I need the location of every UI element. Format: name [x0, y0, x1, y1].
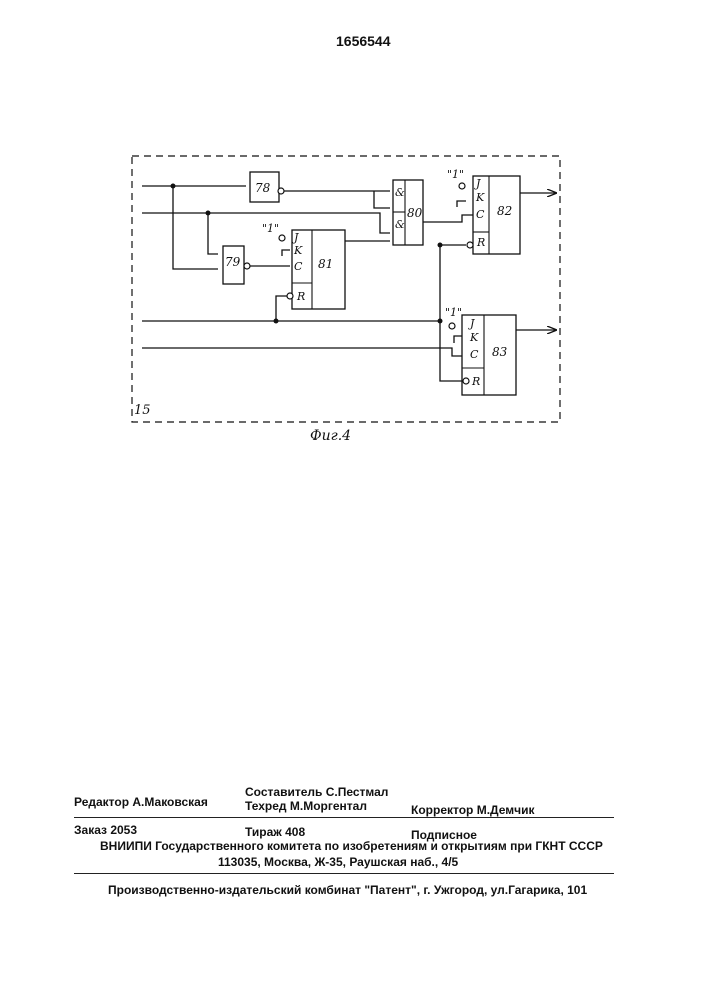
order: Заказ 2053: [74, 823, 137, 837]
reset-bubble-83: [463, 378, 469, 384]
const-one-83: "1": [445, 306, 462, 319]
junction-1: [171, 184, 176, 189]
reset-bubble-81: [287, 293, 293, 299]
pin-k-83: K: [469, 331, 479, 344]
techred: Техред М.Моргентал: [245, 799, 367, 813]
line-80-to-82: [423, 215, 473, 222]
and-symbol-1: &: [395, 186, 405, 199]
k-tie-81: [282, 250, 290, 256]
figure-caption: Фиг.4: [310, 428, 351, 444]
frame-15-label: 15: [134, 403, 151, 418]
junction-2: [206, 211, 211, 216]
const-one-pin-81: [279, 235, 285, 241]
block-79-label: 79: [225, 255, 241, 269]
k-tie-82: [457, 201, 466, 207]
block-82-label: 82: [497, 204, 512, 218]
const-one-81: "1": [262, 222, 279, 235]
branch-to-79-b: [208, 213, 218, 254]
pin-r-82: R: [476, 236, 485, 249]
line-78-to-80b: [374, 191, 390, 208]
publisher: Производственно-издательский комбинат "П…: [108, 883, 587, 897]
pin-r-81: R: [296, 290, 305, 303]
editor: Редактор А.Маковская: [74, 795, 208, 809]
junction-4: [438, 319, 443, 324]
junction-3: [274, 319, 279, 324]
and-symbol-2: &: [395, 218, 405, 231]
pin-c-83: C: [470, 348, 479, 361]
pin-j-83: J: [468, 317, 475, 330]
block-80-label: 80: [407, 206, 423, 220]
block-81-label: 81: [318, 257, 333, 271]
compiler: Составитель С.Пестмал: [245, 785, 388, 799]
k-tie-83: [454, 336, 462, 343]
branch-to-79: [173, 186, 218, 269]
address: 113035, Москва, Ж-35, Раушская наб., 4/5: [218, 855, 458, 869]
vniipi: ВНИИПИ Государственного комитета по изоб…: [100, 839, 603, 853]
const-one-pin-82: [459, 183, 465, 189]
divider-1: [74, 817, 614, 818]
reset-bubble-82: [467, 242, 473, 248]
const-one-pin-83: [449, 323, 455, 329]
inverter-79: [244, 263, 250, 269]
reset-81: [276, 296, 288, 321]
pin-c-81: C: [294, 260, 303, 273]
block-83-label: 83: [492, 345, 508, 359]
pin-k-81: K: [293, 244, 303, 257]
pin-k-82: K: [475, 191, 485, 204]
divider-2: [74, 873, 614, 874]
block-78-label: 78: [255, 181, 271, 195]
input-line-4: [142, 348, 462, 356]
circulation: Тираж 408: [245, 825, 305, 839]
corrector: Корректор М.Демчик: [411, 803, 534, 817]
pin-r-83: R: [471, 375, 480, 388]
pin-c-82: C: [476, 208, 485, 221]
circuit-diagram: 15: [0, 0, 707, 450]
inverter-78: [278, 188, 284, 194]
pin-j-82: J: [474, 177, 481, 190]
junction-5: [438, 243, 443, 248]
pin-j-81: J: [292, 231, 299, 244]
const-one-82: "1": [447, 168, 464, 181]
